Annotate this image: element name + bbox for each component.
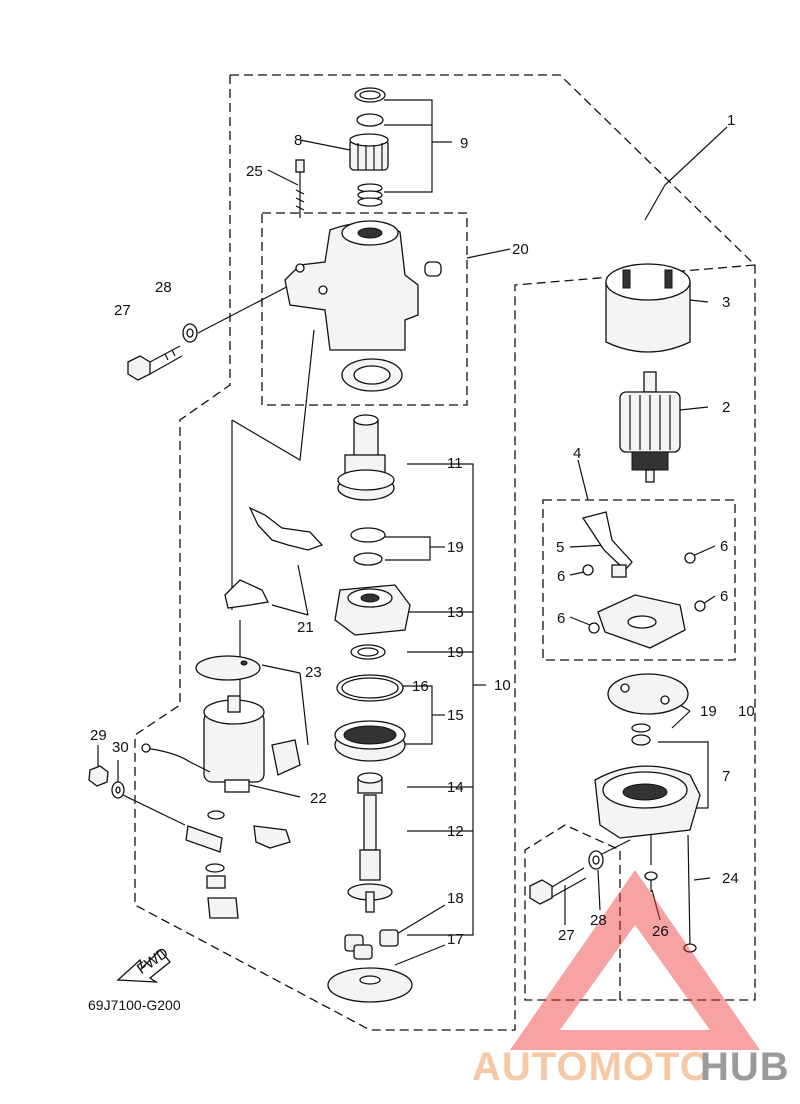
- circlip-part: [350, 527, 386, 660]
- callout-label-c6a: 6: [720, 538, 728, 555]
- pinion-shaft-part: [347, 794, 393, 913]
- callout-label-c27a: 27: [114, 302, 131, 319]
- callout-label-c5: 5: [556, 539, 564, 556]
- callout-label-c6c: 6: [720, 588, 728, 605]
- callout-label-c12: 12: [447, 823, 464, 840]
- callout-label-c21: 21: [297, 619, 314, 636]
- callout-label-c19b: 19: [447, 644, 464, 661]
- end-plate-part: [607, 673, 689, 746]
- bolt-27-part: [127, 345, 183, 381]
- bolt-27b-part: [529, 867, 587, 905]
- callout-label-c4: 4: [573, 445, 581, 462]
- watermark: [510, 870, 760, 1050]
- callout-label-c10b: 10: [738, 703, 755, 720]
- drive-shaft-part: [337, 414, 395, 501]
- callout-label-c10a: 10: [494, 677, 511, 694]
- callout-label-c11: 11: [447, 455, 463, 472]
- callout-label-c17: 17: [447, 931, 464, 948]
- washer-28b-part: [588, 850, 604, 870]
- planet-gears-part: [344, 929, 399, 960]
- callout-label-c25: 25: [246, 163, 263, 180]
- callout-label-c29: 29: [90, 727, 107, 744]
- callout-label-c8: 8: [294, 132, 302, 149]
- front-housing-part: [284, 220, 442, 351]
- callout-label-c15: 15: [447, 707, 464, 724]
- watermark-triangle-icon: [510, 870, 760, 1050]
- callout-label-c30: 30: [112, 739, 129, 756]
- callout-label-c23: 23: [305, 664, 322, 681]
- callout-label-c24: 24: [722, 870, 739, 887]
- washer-28-part: [182, 323, 198, 343]
- ring-gear-part: [334, 674, 406, 762]
- callout-label-c3: 3: [722, 294, 730, 311]
- bracket-part: [334, 584, 411, 636]
- brush-holder-part: [581, 511, 706, 649]
- callout-label-c16: 16: [412, 678, 429, 695]
- solenoid-part: [141, 695, 265, 793]
- spring-part: [357, 183, 383, 207]
- bushing-part: [357, 772, 383, 794]
- pinion-gear-part: [349, 133, 389, 171]
- callout-label-c26: 26: [652, 923, 669, 940]
- callout-label-c27b: 27: [558, 927, 575, 944]
- callout-label-c28a: 28: [155, 279, 172, 296]
- fwd-arrow-icon: [116, 949, 171, 983]
- callout-label-c6d: 6: [557, 610, 565, 627]
- callout-label-c20: 20: [512, 241, 529, 258]
- plate-part: [327, 967, 413, 1003]
- callout-label-c19a: 19: [447, 539, 464, 556]
- washer-30-part: [111, 781, 125, 799]
- diagram-code: 69J7100-G200: [88, 997, 181, 1013]
- watermark-text-a: AUTOMOTO: [472, 1045, 712, 1089]
- end-cover-part: [594, 765, 701, 839]
- callout-label-c28b: 28: [590, 912, 607, 929]
- callout-label-c1: 1: [727, 112, 735, 129]
- callout-label-c13: 13: [447, 604, 464, 621]
- armature-part: [619, 371, 681, 483]
- watermark-text-b: HUB: [700, 1045, 790, 1089]
- screw-26-part: [644, 871, 658, 892]
- terminal-plate-part: [195, 655, 301, 776]
- through-bolt-part: [683, 834, 697, 953]
- lever-part: [224, 506, 324, 609]
- callout-label-c22: 22: [310, 790, 327, 807]
- callout-label-c6b: 6: [557, 568, 565, 585]
- clip-ring-part: [354, 87, 386, 127]
- callout-label-c9: 9: [460, 135, 468, 152]
- assembly-boundaries: [134, 74, 756, 1031]
- bearing-part: [341, 358, 403, 392]
- callout-label-c18: 18: [447, 890, 464, 907]
- part-drawings: [88, 87, 706, 1003]
- callout-label-c2: 2: [722, 399, 730, 416]
- callout-label-c7: 7: [722, 768, 730, 785]
- small-hardware-part: [185, 810, 291, 919]
- yoke-part: [605, 263, 691, 353]
- callout-label-c14: 14: [447, 779, 464, 796]
- nut-29-part: [88, 765, 109, 787]
- long-bolt-part: [295, 159, 305, 218]
- callout-label-c19c: 19: [700, 703, 717, 720]
